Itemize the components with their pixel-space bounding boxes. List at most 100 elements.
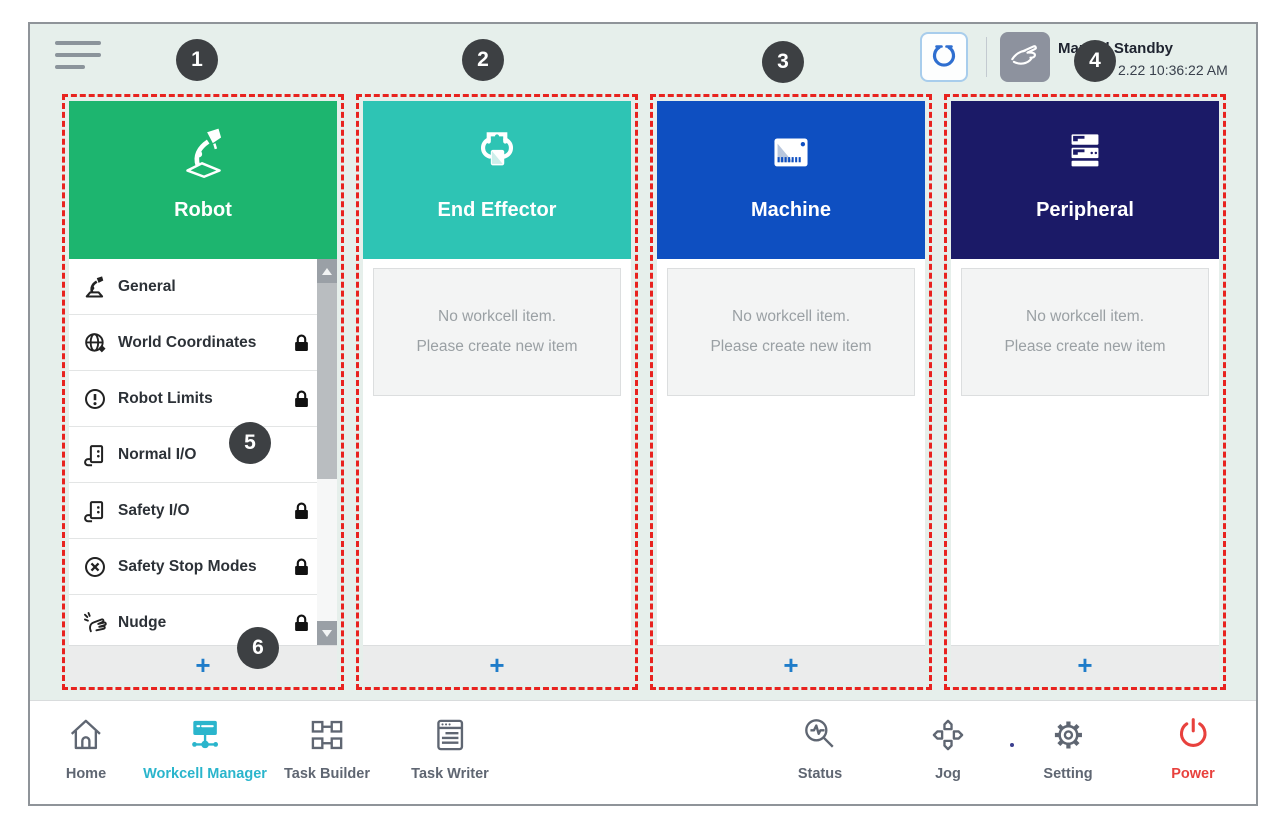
annotation-badge-6: 6: [237, 627, 279, 669]
annotation-box-robot: Robot General: [62, 94, 344, 690]
scrollbar[interactable]: [317, 259, 337, 645]
peripheral-card: Peripheral No workcell item. Please crea…: [951, 101, 1219, 683]
menu-item-label: Robot Limits: [118, 389, 213, 407]
scroll-down-button[interactable]: [317, 621, 337, 645]
empty-state-line1: No workcell item.: [1026, 307, 1144, 325]
end-effector-card: End Effector No workcell item. Please cr…: [363, 101, 631, 683]
nav-power[interactable]: Power: [1171, 715, 1215, 783]
nav-status[interactable]: Status: [798, 715, 842, 783]
annotation-badge-1: 1: [176, 39, 218, 81]
general-robot-icon: [82, 274, 108, 300]
add-robot-item-button[interactable]: +: [69, 645, 337, 683]
empty-state-line2: Please create new item: [416, 338, 578, 355]
annotation-box-end-effector: End Effector No workcell item. Please cr…: [356, 94, 638, 690]
robot-card: Robot General: [69, 101, 337, 683]
task-builder-icon: [284, 715, 370, 759]
empty-state-line2: Please create new item: [710, 338, 872, 355]
add-machine-item-button[interactable]: +: [657, 645, 925, 683]
robot-gripper-button[interactable]: [920, 32, 968, 82]
menu-item-safety-io[interactable]: Safety I/O: [69, 483, 337, 539]
robot-category-header[interactable]: Robot: [69, 101, 337, 259]
topbar-divider: [986, 37, 987, 77]
peripheral-header-label: Peripheral: [1036, 199, 1134, 221]
lock-icon: [293, 557, 310, 577]
plus-icon: +: [489, 649, 505, 680]
peripheral-device-icon: [1053, 123, 1117, 185]
lock-icon: [293, 613, 310, 633]
plus-icon: +: [783, 649, 799, 680]
hand-icon: [1007, 38, 1043, 77]
menu-item-general[interactable]: General: [69, 259, 337, 315]
menu-item-label: General: [118, 277, 176, 295]
status-pulse-icon: [798, 715, 842, 759]
robot-arm-icon: [171, 123, 235, 185]
status-timestamp: 2.22 10:36:22 AM: [1118, 62, 1228, 78]
machine-category-header[interactable]: Machine: [657, 101, 925, 259]
gripper-icon: [927, 38, 961, 77]
io-board-icon: [82, 442, 108, 468]
menu-item-label: Normal I/O: [118, 445, 197, 463]
end-effector-header-label: End Effector: [437, 199, 557, 221]
machine-icon: [759, 123, 823, 185]
menu-item-label: Nudge: [118, 613, 167, 631]
power-icon: [1171, 715, 1215, 759]
empty-state-box: No workcell item. Please create new item: [373, 268, 621, 396]
empty-state-line2: Please create new item: [1004, 338, 1166, 355]
plus-icon: +: [1077, 649, 1093, 680]
peripheral-category-header[interactable]: Peripheral: [951, 101, 1219, 259]
triangle-down-icon: [322, 629, 332, 637]
nav-workcell-manager[interactable]: Workcell Manager: [143, 715, 267, 783]
empty-state-line1: No workcell item.: [732, 307, 850, 325]
menu-item-label: Safety I/O: [118, 501, 190, 519]
empty-state-box: No workcell item. Please create new item: [667, 268, 915, 396]
machine-header-label: Machine: [750, 199, 832, 221]
end-effector-category-header[interactable]: End Effector: [363, 101, 631, 259]
jog-dpad-icon: [928, 715, 968, 759]
menu-item-world-coordinates[interactable]: World Coordinates: [69, 315, 337, 371]
add-peripheral-item-button[interactable]: +: [951, 645, 1219, 683]
annotation-box-peripheral: Peripheral No workcell item. Please crea…: [944, 94, 1226, 690]
menu-item-normal-io[interactable]: Normal I/O: [69, 427, 337, 483]
menu-item-robot-limits[interactable]: Robot Limits: [69, 371, 337, 427]
robot-header-label: Robot: [174, 199, 232, 221]
nav-setting[interactable]: Setting: [1043, 715, 1093, 783]
empty-state-box: No workcell item. Please create new item: [961, 268, 1209, 396]
menu-button[interactable]: [55, 41, 103, 73]
annotation-badge-2: 2: [462, 39, 504, 81]
triangle-up-icon: [322, 267, 332, 275]
annotation-badge-5: 5: [229, 422, 271, 464]
annotation-badge-4: 4: [1074, 40, 1116, 82]
robot-menu-list: General World Coordinates: [69, 259, 337, 645]
empty-state-line1: No workcell item.: [438, 307, 556, 325]
menu-item-nudge[interactable]: Nudge: [69, 595, 337, 645]
nav-task-builder[interactable]: Task Builder: [284, 715, 370, 783]
annotation-box-machine: Machine No workcell item. Please create …: [650, 94, 932, 690]
scroll-up-button[interactable]: [317, 259, 337, 283]
gear-icon: [1043, 715, 1092, 759]
safety-stop-icon: [82, 554, 108, 580]
menu-item-label: World Coordinates: [118, 333, 257, 351]
app-frame: Manual Standby 2.22 10:36:22 AM Robot: [28, 22, 1258, 806]
robot-limits-icon: [82, 386, 108, 412]
lock-icon: [293, 333, 310, 353]
bottom-navigation-bar: Home Workcell Manager: [30, 700, 1256, 804]
scrollbar-thumb[interactable]: [317, 283, 337, 479]
lock-icon: [293, 389, 310, 409]
nudge-hand-icon: [82, 610, 108, 636]
home-icon: [66, 715, 106, 759]
lock-icon: [293, 501, 310, 521]
menu-item-safety-stop-modes[interactable]: Safety Stop Modes: [69, 539, 337, 595]
io-board-icon: [82, 498, 108, 524]
nav-home[interactable]: Home: [66, 715, 106, 783]
nav-jog[interactable]: Jog: [928, 715, 968, 783]
nav-task-writer[interactable]: Task Writer: [411, 715, 489, 783]
world-coordinates-icon: [82, 330, 108, 356]
menu-item-label: Safety Stop Modes: [118, 557, 257, 575]
gripper-tool-icon: [465, 123, 529, 185]
task-writer-icon: [411, 715, 489, 759]
plus-icon: +: [195, 649, 211, 680]
annotation-badge-3: 3: [762, 41, 804, 83]
manual-mode-button[interactable]: [1000, 32, 1050, 82]
workcell-manager-icon: [143, 715, 267, 759]
add-end-effector-item-button[interactable]: +: [363, 645, 631, 683]
